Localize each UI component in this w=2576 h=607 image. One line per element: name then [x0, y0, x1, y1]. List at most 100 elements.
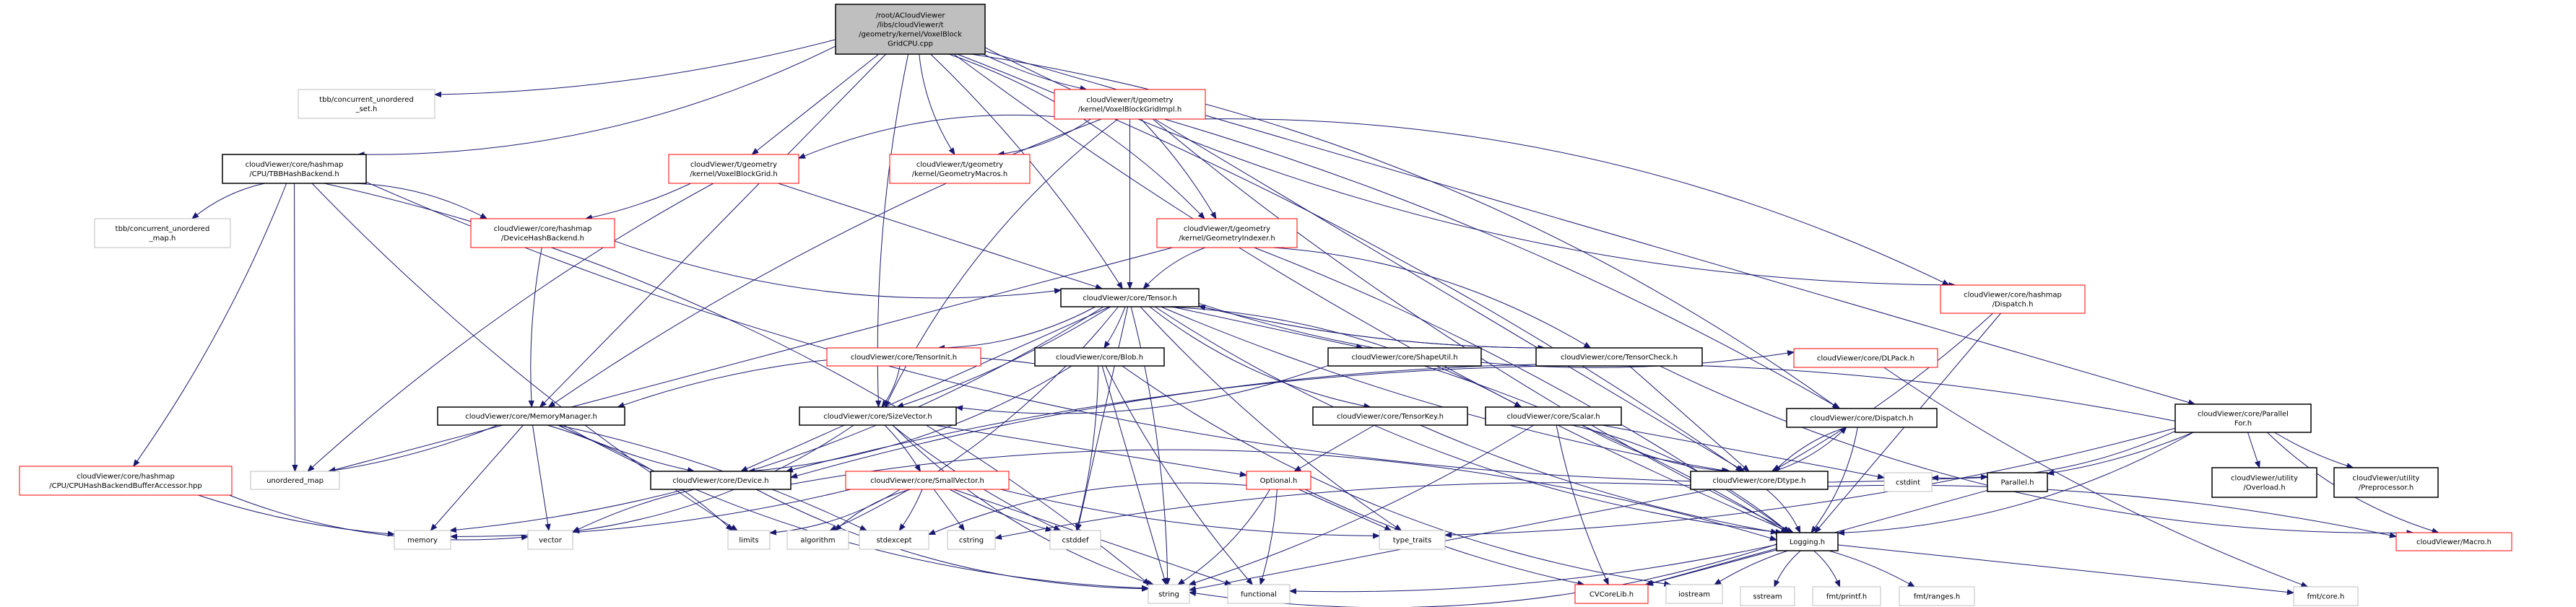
edge-tensor-to-blob — [1104, 306, 1126, 348]
node-tensor-key[interactable]: cloudViewer/core/TensorKey.h — [1312, 406, 1468, 426]
edge-geom_indexer-to-tensor_check — [1272, 247, 1590, 348]
node-box — [1054, 89, 1206, 120]
edge-tensor-to-type_traits — [1140, 306, 1401, 530]
node-label-line: cloudViewer/t/geometry — [1184, 225, 1270, 233]
node-scalar[interactable]: cloudViewer/core/Scalar.h — [1485, 406, 1622, 426]
node-iostream: iostream — [1665, 584, 1723, 604]
node-macro[interactable]: cloudViewer/Macro.h — [2395, 532, 2512, 551]
node-box — [2333, 467, 2439, 498]
edges-layer — [134, 39, 2439, 607]
node-dlpack[interactable]: cloudViewer/core/DLPack.h — [1793, 348, 1938, 368]
node-box — [1987, 472, 2048, 492]
edge-small_vector-to-type_traits — [1000, 489, 1379, 536]
node-label-line: stdexcept — [876, 537, 911, 545]
edge-vbg_impl-to-geom_indexer — [1140, 118, 1216, 219]
node-label-line: cloudViewer/core/hashmap — [494, 225, 592, 233]
node-overload[interactable]: cloudViewer/utility/Overload.h — [2211, 467, 2317, 498]
node-optional[interactable]: Optional.h — [1246, 471, 1311, 490]
node-logging[interactable]: Logging.h — [1776, 532, 1839, 551]
edge-tensor-to-tensor_key — [1149, 306, 1371, 407]
edge-root-to-dispatch — [971, 53, 1839, 409]
node-label-line: cloudViewer/core/TensorInit.h — [851, 354, 957, 362]
node-preprocessor[interactable]: cloudViewer/utility/Preprocessor.h — [2333, 467, 2439, 498]
node-cpu-accessor[interactable]: cloudViewer/core/hashmap/CPU/CPUHashBack… — [19, 466, 233, 496]
node-label-line: cloudViewer/utility — [2353, 475, 2420, 483]
node-label-line: /kernel/GeometryIndexer.h — [1179, 235, 1275, 243]
node-device[interactable]: cloudViewer/core/Device.h — [650, 471, 792, 490]
edge-logging-to-iostream — [1714, 550, 1788, 585]
node-dispatch[interactable]: cloudViewer/core/Dispatch.h — [1786, 408, 1938, 428]
edge-tensor-to-algorithm — [830, 306, 1119, 530]
node-box — [1485, 406, 1622, 426]
node-algorithm: algorithm — [786, 530, 849, 550]
node-box — [1786, 408, 1938, 428]
edge-tensor-to-memory — [450, 306, 1104, 530]
node-geom-indexer[interactable]: cloudViewer/t/geometry/kernel/GeometryIn… — [1156, 218, 1298, 248]
node-tbb-set: tbb/concurrent_unordered_set.h — [298, 89, 435, 119]
node-label-line: cloudViewer/core/SmallVector.h — [870, 477, 984, 485]
node-stdexcept: stdexcept — [859, 530, 929, 550]
edge-tensor_check-to-dtype — [1629, 365, 1749, 471]
node-label-line: functional — [1241, 591, 1277, 599]
edge-parallel_for-to-parallel — [2047, 432, 2194, 473]
node-vbg[interactable]: cloudViewer/t/geometry/kernel/VoxelBlock… — [668, 154, 799, 184]
edge-geom_indexer-to-tensor — [1143, 247, 1206, 289]
node-functional: functional — [1227, 584, 1291, 604]
node-label-line: cloudViewer/Macro.h — [2416, 538, 2492, 546]
edge-root-to-vbg — [752, 53, 880, 154]
node-fmt-printf: fmt/printf.h — [1812, 586, 1881, 606]
edge-device-to-logging — [790, 449, 1777, 540]
node-tensor-init[interactable]: cloudViewer/core/TensorInit.h — [826, 347, 981, 367]
edge-memory_manager-to-stdexcept — [558, 424, 867, 530]
node-label-line: tbb/concurrent_unordered — [116, 225, 210, 233]
node-label-line: unordered_map — [266, 477, 324, 485]
edge-memory_manager-to-string — [563, 424, 1148, 588]
node-label-line: /Overload.h — [2243, 484, 2285, 492]
edge-root-to-tbb_backend — [358, 45, 836, 154]
node-shape-util[interactable]: cloudViewer/core/ShapeUtil.h — [1327, 347, 1482, 367]
node-label-line: /libs/cloudViewer/t — [877, 22, 943, 30]
node-box — [1379, 530, 1446, 550]
node-box — [1034, 347, 1165, 367]
node-blob[interactable]: cloudViewer/core/Blob.h — [1034, 347, 1165, 367]
edge-tensor-to-dtype — [1161, 306, 1728, 471]
node-label-line: CVCoreLib.h — [1590, 591, 1634, 599]
node-tbb-backend[interactable]: cloudViewer/core/hashmap/CPU/TBBHashBack… — [222, 154, 367, 184]
edge-vbg-to-device_hash_backend — [586, 183, 691, 219]
node-geom-macros[interactable]: cloudViewer/t/geometry/kernel/GeometryMa… — [889, 154, 1031, 184]
node-parallel[interactable]: Parallel.h — [1987, 472, 2048, 492]
edge-logging-to-fmt_printf — [1813, 550, 1841, 587]
node-box — [1535, 347, 1703, 367]
node-box — [826, 347, 981, 367]
edge-tensor_check-to-tensor — [1199, 306, 1545, 349]
node-memory-manager[interactable]: cloudViewer/core/MemoryManager.h — [437, 406, 625, 426]
node-dtype[interactable]: cloudViewer/core/Dtype.h — [1690, 471, 1829, 490]
edge-dlpack-to-fmt_core — [1883, 367, 2308, 587]
edge-root-to-geom_macros — [919, 53, 955, 154]
node-device-hash-backend[interactable]: cloudViewer/core/hashmap/DeviceHashBacke… — [470, 218, 615, 248]
edge-device_hash_backend-to-tensor — [614, 240, 1061, 299]
edge-memory_manager-to-device — [558, 424, 694, 471]
node-box — [2211, 467, 2317, 498]
node-cvcorelib[interactable]: CVCoreLib.h — [1574, 584, 1649, 604]
node-label-line: fmt/core.h — [2307, 593, 2345, 601]
node-label-line: GridCPU.cpp — [888, 40, 933, 48]
node-label-line: cstddef — [1062, 537, 1089, 545]
edge-dispatch-to-dtype — [1774, 427, 1847, 471]
node-vbg-impl[interactable]: cloudViewer/t/geometry/kernel/VoxelBlock… — [1054, 89, 1206, 120]
node-box — [1793, 348, 1938, 368]
node-small-vector[interactable]: cloudViewer/core/SmallVector.h — [845, 471, 1010, 490]
node-box — [1049, 530, 1101, 550]
node-tensor[interactable]: cloudViewer/core/Tensor.h — [1060, 288, 1200, 307]
node-size-vector[interactable]: cloudViewer/core/SizeVector.h — [799, 406, 957, 426]
node-tensor-check[interactable]: cloudViewer/core/TensorCheck.h — [1535, 347, 1703, 367]
node-box — [889, 154, 1031, 184]
edge-small_vector-to-cstring — [933, 489, 964, 530]
node-root[interactable]: /root/ACloudViewer/libs/cloudViewer/t/ge… — [835, 4, 986, 55]
node-box — [1690, 471, 1829, 490]
edge-parallel_for-to-overload — [2247, 432, 2259, 468]
node-hashmap-dispatch[interactable]: cloudViewer/core/hashmap/Dispatch.h — [1940, 284, 2086, 314]
node-tbb-map: tbb/concurrent_unordered_map.h — [94, 218, 231, 248]
